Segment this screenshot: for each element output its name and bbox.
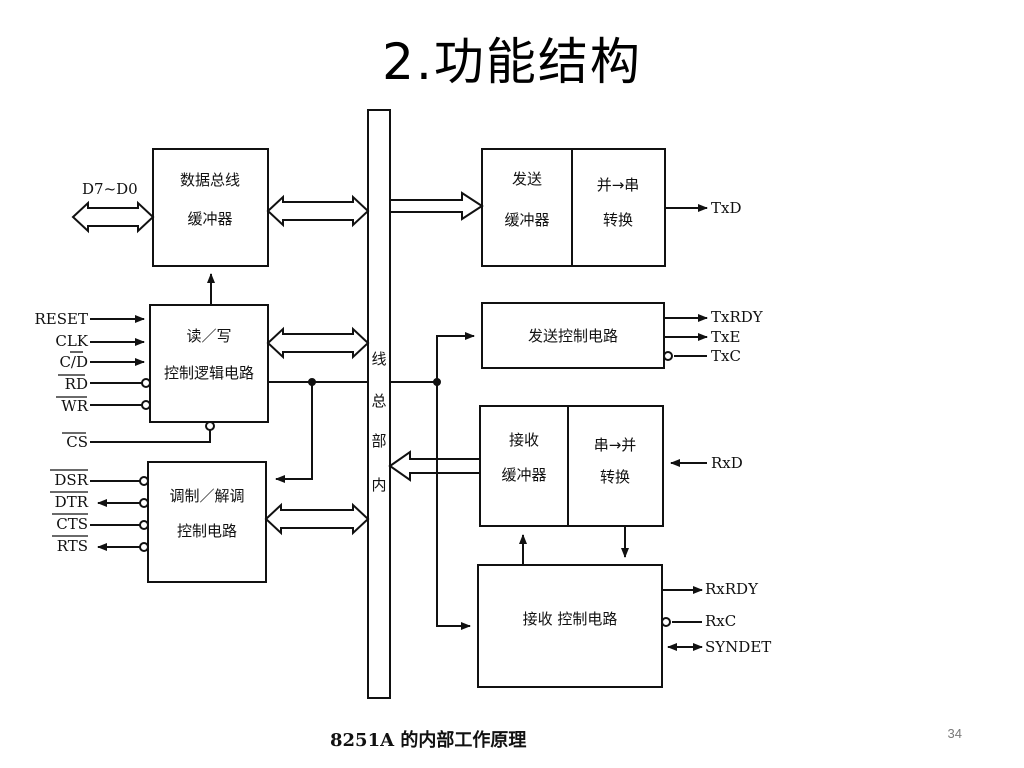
rx-buffer-label-1: 接收 xyxy=(509,431,539,449)
modem-control-label-1: 调制／解调 xyxy=(169,487,244,505)
signal-txd: TxD xyxy=(711,199,742,217)
signal-txrdy: TxRDY xyxy=(711,308,764,326)
data-bus-signal-label: D7~D0 xyxy=(82,180,138,198)
slide-title: 2.功能结构 xyxy=(382,33,642,91)
internal-bus xyxy=(367,109,391,699)
signal-dtr: DTR xyxy=(55,493,89,511)
rx-buffer-label-2: 缓冲器 xyxy=(501,466,546,484)
tx-conv-label-1: 并→串 xyxy=(597,176,640,194)
signal-rxc: RxC xyxy=(705,612,736,630)
signal-syndet: SYNDET xyxy=(705,638,771,656)
rx-control-label: 接收 控制电路 xyxy=(523,610,618,628)
bus-label-char-2: 总 xyxy=(371,392,386,410)
signal-cts: CTS xyxy=(56,515,88,533)
signal-rd: RD xyxy=(65,375,88,393)
rw-control-label-2: 控制逻辑电路 xyxy=(164,364,254,382)
tx-buffer-label-2: 缓冲器 xyxy=(504,211,549,229)
signal-cd: C/D xyxy=(59,353,88,371)
bus-label-char-1: 线 xyxy=(371,350,386,368)
signal-dsr: DSR xyxy=(54,471,88,489)
page-number: 34 xyxy=(947,726,962,741)
signal-reset: RESET xyxy=(35,310,88,328)
signal-rxrdy: RxRDY xyxy=(705,580,759,598)
figure-caption: 8251A 的内部工作原理 xyxy=(330,730,527,751)
rx-conv-label-1: 串→并 xyxy=(594,436,637,454)
bus-label-char-4: 内 xyxy=(371,476,386,494)
data-bus-double-arrow xyxy=(71,200,155,234)
tx-control-label: 发送控制电路 xyxy=(528,327,618,345)
data-buffer-label-2: 缓冲器 xyxy=(187,210,232,228)
tx-control-block xyxy=(481,302,665,369)
data-bus-buffer-block xyxy=(152,148,269,267)
rx-control-block xyxy=(477,564,663,688)
modem-control-label-2: 控制电路 xyxy=(177,522,237,540)
signal-wr: WR xyxy=(61,397,88,415)
signal-rts: RTS xyxy=(57,537,88,555)
data-buffer-label-1: 数据总线 xyxy=(180,171,240,189)
signal-txc: TxC xyxy=(711,347,741,365)
tx-buffer-label-1: 发送 xyxy=(512,170,542,188)
rx-conv-label-2: 转换 xyxy=(600,468,630,486)
signal-rxd: RxD xyxy=(711,454,743,472)
signal-cs: CS xyxy=(66,433,88,451)
tx-conv-label-2: 转换 xyxy=(603,211,633,229)
bus-label-char-3: 部 xyxy=(371,432,386,450)
signal-txe: TxE xyxy=(711,328,740,346)
tx-buffer-block xyxy=(481,148,666,267)
rw-control-label-1: 读／写 xyxy=(186,327,231,345)
signal-clk: CLK xyxy=(55,332,88,350)
